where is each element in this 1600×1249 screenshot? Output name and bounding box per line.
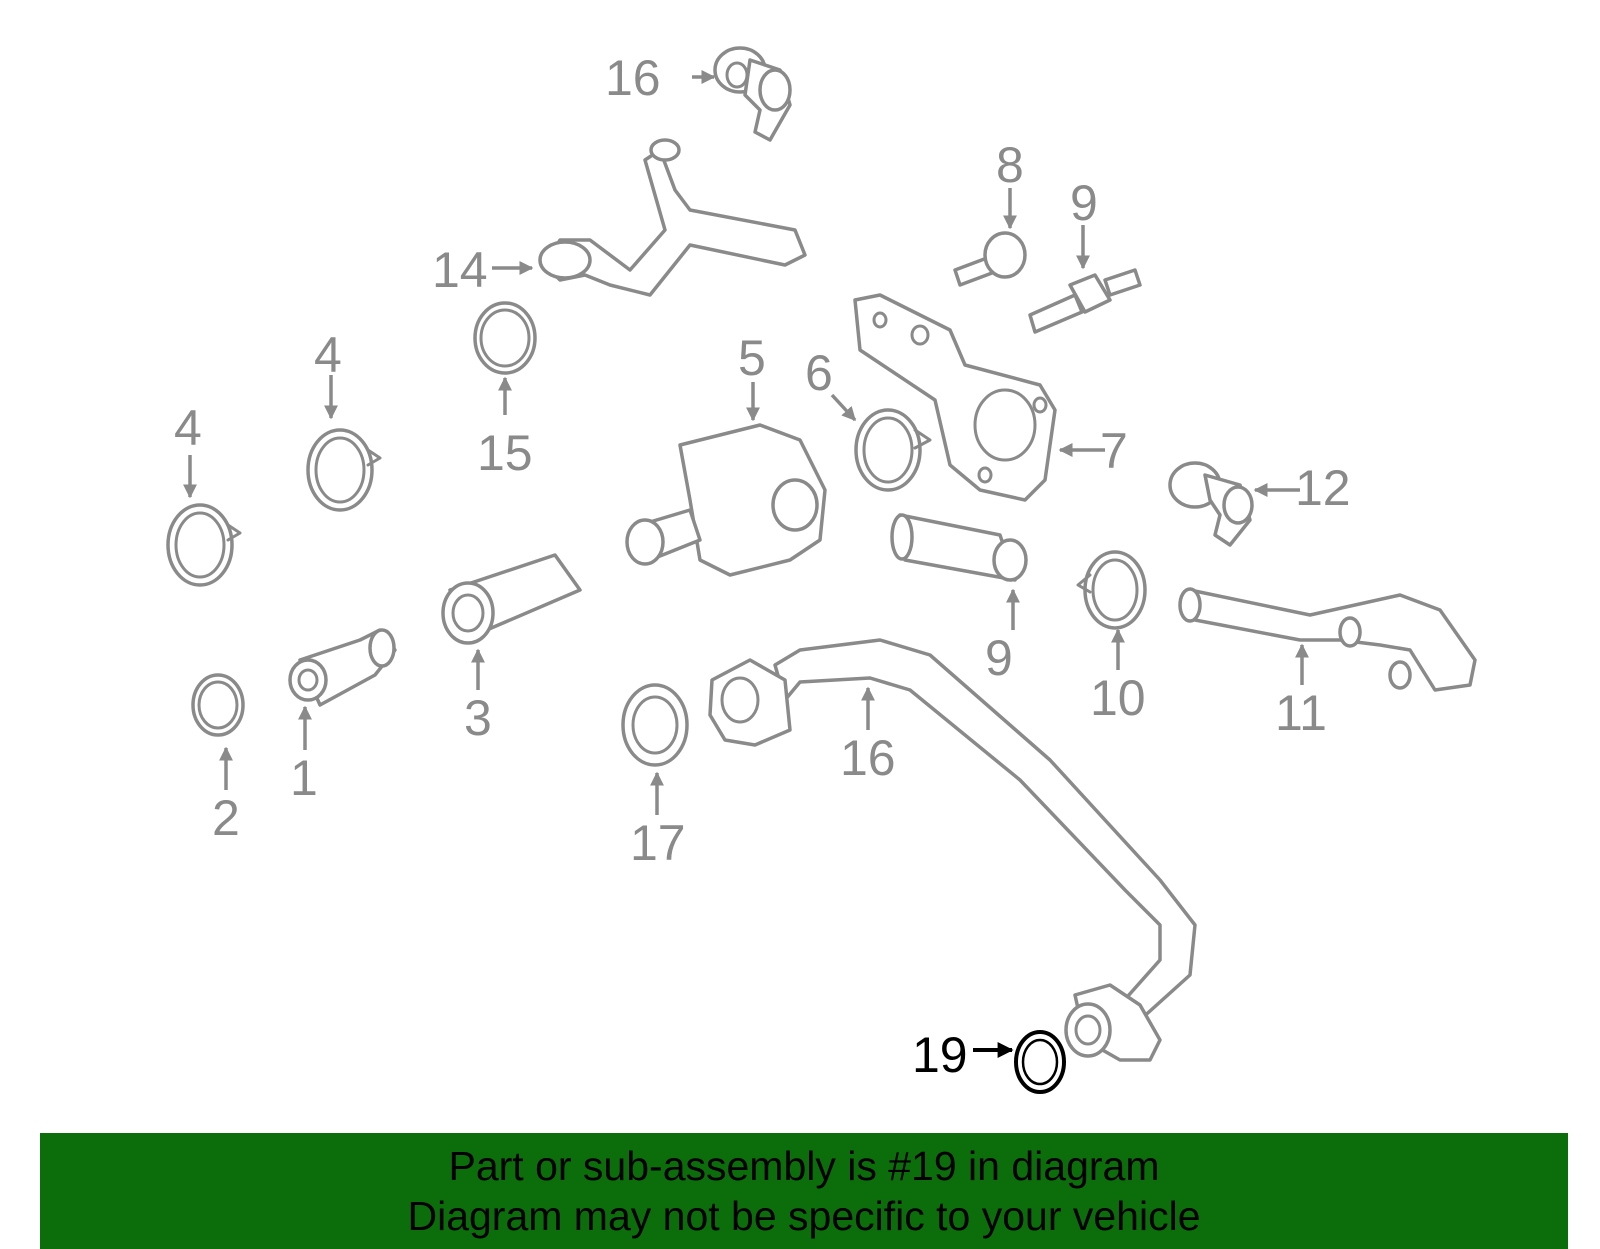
callout-10: 9 bbox=[985, 630, 1013, 686]
banner-line-2: Diagram may not be specific to your vehi… bbox=[407, 1193, 1201, 1239]
part-11-clamp[interactable] bbox=[1076, 550, 1147, 630]
callout-18: 17 bbox=[630, 815, 686, 871]
part-6-clamp[interactable] bbox=[854, 408, 932, 492]
callout-13: 12 bbox=[1295, 460, 1351, 516]
callout-4-lower: 4 bbox=[174, 400, 202, 456]
part-10-sleeve[interactable] bbox=[890, 513, 1028, 582]
part-4-clamp-lower[interactable] bbox=[166, 503, 242, 587]
callout-16: 16 bbox=[605, 50, 661, 106]
part-2-oring[interactable] bbox=[191, 673, 245, 737]
part-14-hose[interactable] bbox=[538, 138, 807, 297]
callout-4-upper: 4 bbox=[314, 327, 342, 383]
part-15-oring[interactable] bbox=[473, 301, 537, 375]
part-16-fitting[interactable] bbox=[713, 46, 792, 142]
part-8-bolt[interactable] bbox=[953, 231, 1027, 287]
part-4-clamp-upper[interactable] bbox=[306, 428, 382, 512]
callout-7: 7 bbox=[1100, 423, 1128, 479]
part-5-pump[interactable] bbox=[625, 423, 827, 577]
callout-6: 6 bbox=[805, 345, 833, 401]
part-9-fitting[interactable] bbox=[1028, 268, 1142, 334]
callout-2: 2 bbox=[212, 790, 240, 846]
part-13-fitting[interactable] bbox=[1168, 461, 1254, 547]
callout-1: 1 bbox=[290, 750, 318, 806]
part-12-hose[interactable] bbox=[1178, 587, 1477, 692]
callout-19: 19 bbox=[912, 1027, 968, 1083]
parts-diagram: 16 14 15 8 9 7 5 bbox=[166, 46, 1477, 1094]
part-1-connector[interactable] bbox=[288, 628, 397, 707]
callout-17: 16 bbox=[840, 730, 896, 786]
callout-8: 8 bbox=[996, 137, 1024, 193]
part-17-pipe[interactable] bbox=[708, 638, 1197, 1062]
callout-3: 3 bbox=[464, 690, 492, 746]
callout-5: 5 bbox=[738, 330, 766, 386]
part-19-oring-highlighted[interactable] bbox=[1014, 1030, 1066, 1094]
callout-15: 15 bbox=[477, 425, 533, 481]
callout-14: 14 bbox=[432, 242, 488, 298]
part-3-sleeve[interactable] bbox=[441, 553, 582, 645]
callout-9: 9 bbox=[1070, 175, 1098, 231]
callout-12: 11 bbox=[1275, 685, 1327, 741]
info-banner: Part or sub-assembly is #19 in diagram D… bbox=[40, 1133, 1568, 1249]
part-18-seal[interactable] bbox=[621, 683, 689, 767]
callout-11: 10 bbox=[1090, 670, 1146, 726]
banner-line-1: Part or sub-assembly is #19 in diagram bbox=[448, 1143, 1160, 1189]
part-7-gasket[interactable] bbox=[853, 293, 1057, 502]
